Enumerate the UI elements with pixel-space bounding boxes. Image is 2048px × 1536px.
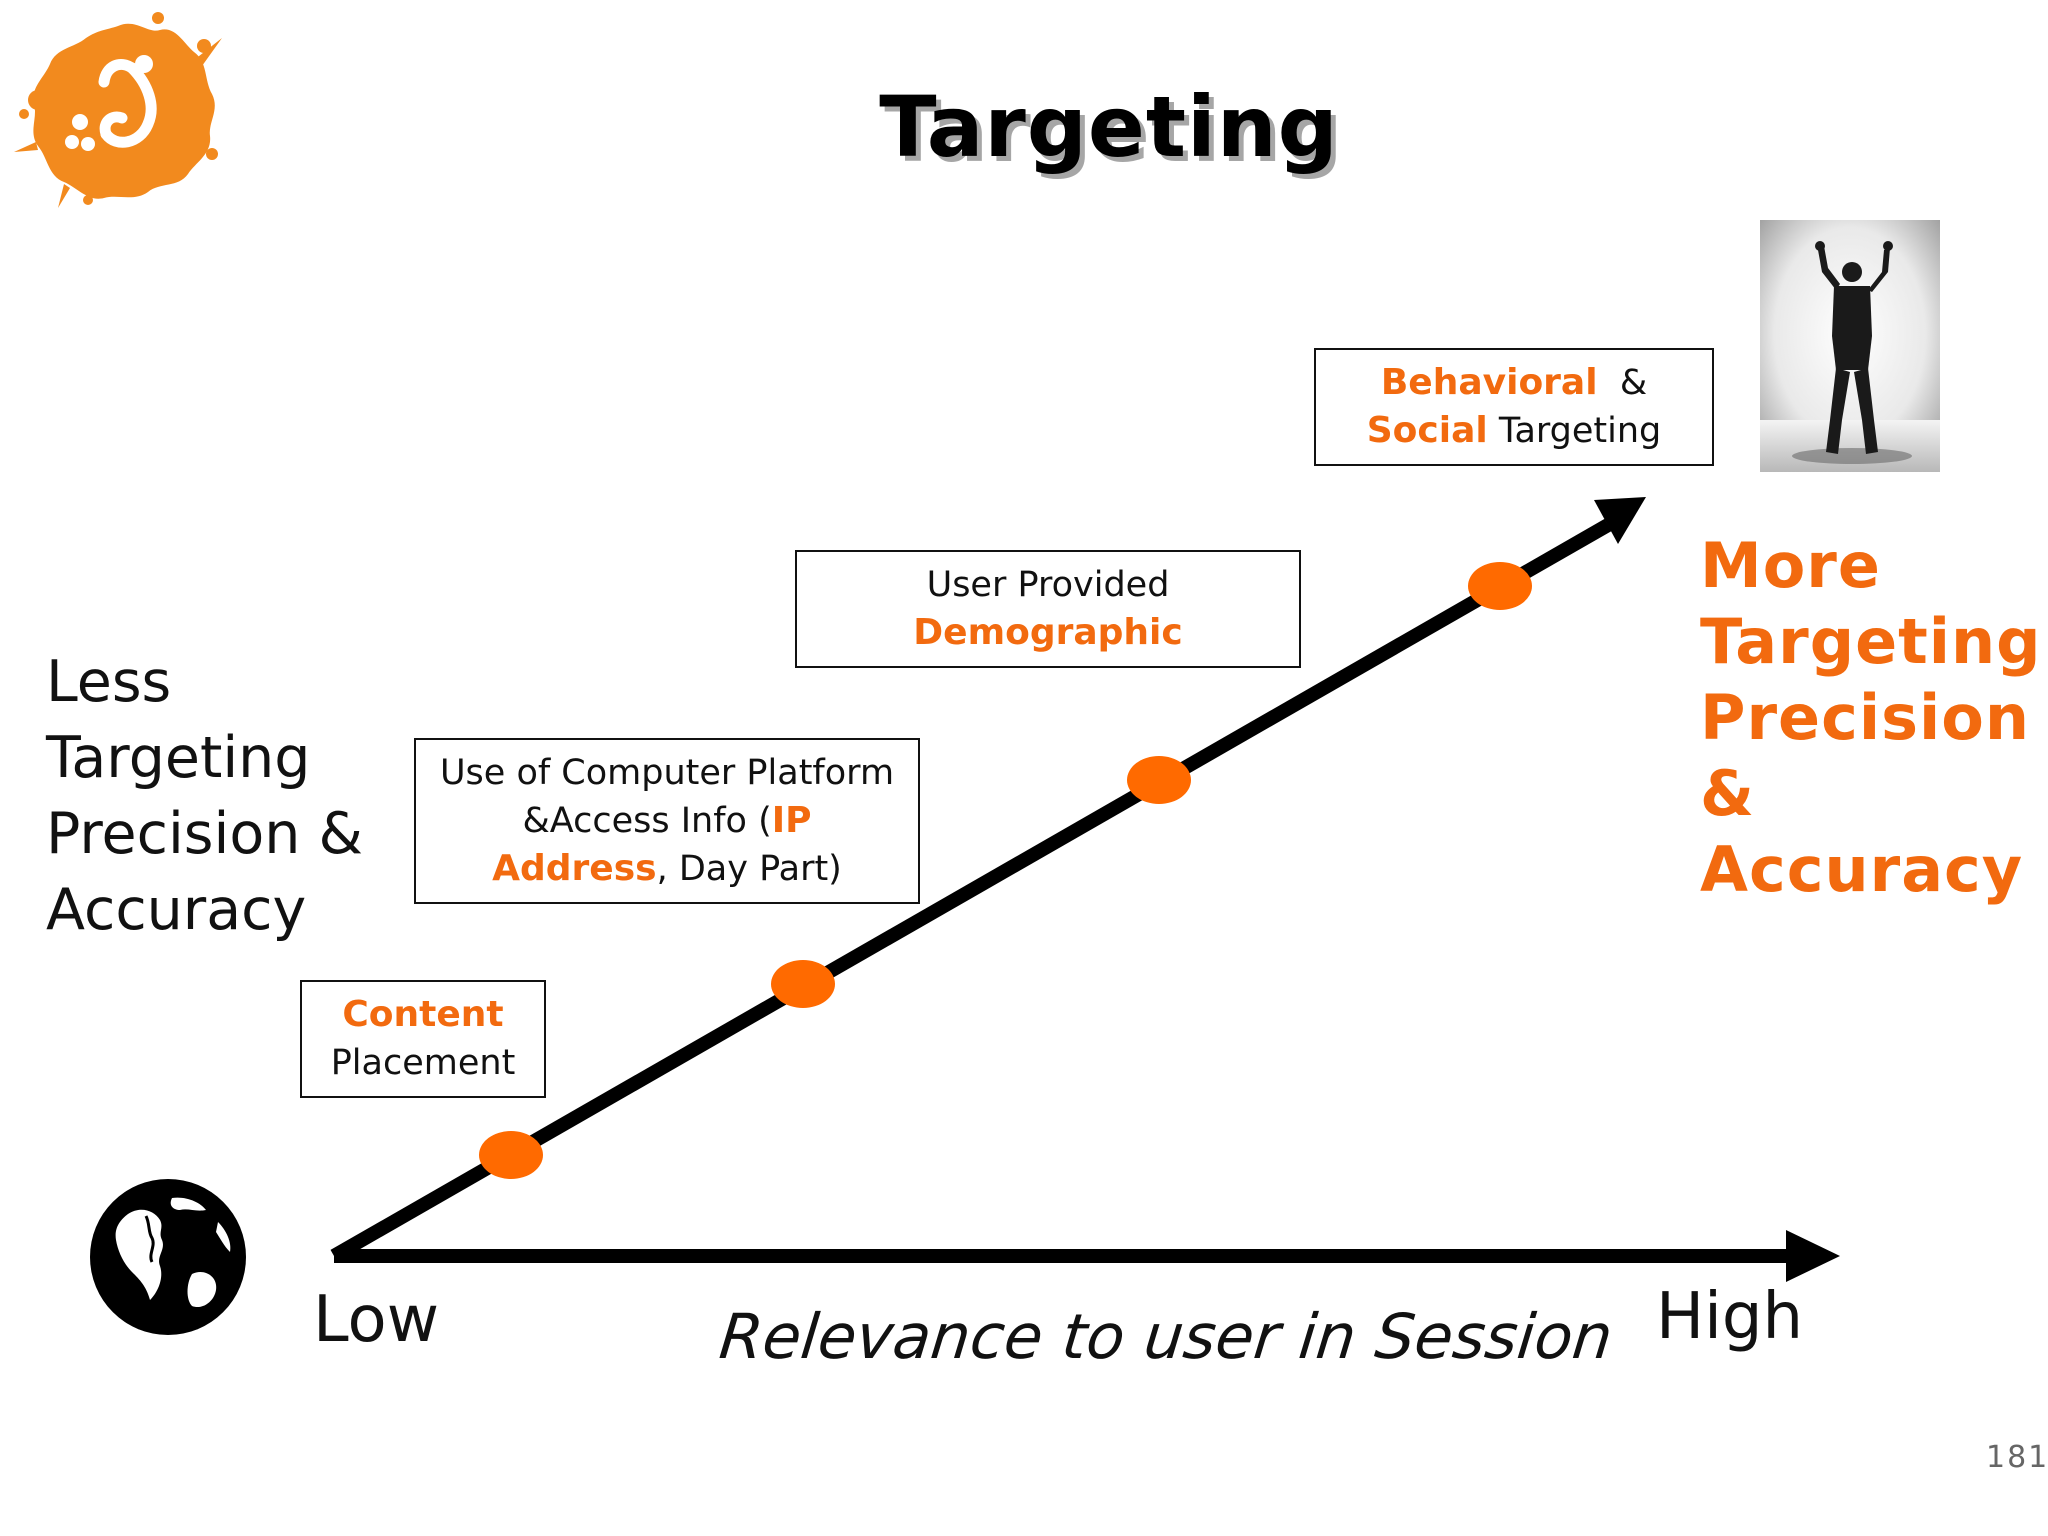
platform-access-box: Use of Computer Platform &Access Info (I…	[414, 738, 920, 904]
demographic-line1: User Provided	[926, 565, 1170, 605]
stage-dot-behavioral	[1468, 562, 1532, 610]
more-precision-label: More Targeting Precision & Accuracy	[1700, 528, 2042, 908]
more-line: Precision	[1700, 681, 2030, 754]
diagonal-trend-line	[330, 518, 1612, 1263]
axis-low-label: Low	[313, 1283, 440, 1357]
stage-dot-content	[479, 1131, 543, 1179]
more-line: Accuracy	[1700, 833, 2024, 906]
platform-line2-pre: &Access Info (	[522, 801, 772, 841]
behavioral-amp: &	[1619, 363, 1648, 403]
less-line: Less	[46, 649, 172, 715]
content-label: Content	[342, 994, 504, 1035]
less-line: Precision &	[46, 801, 363, 867]
axis-caption: Relevance to user in Session	[716, 1300, 1617, 1373]
more-line: &	[1700, 757, 1756, 830]
less-line: Accuracy	[46, 877, 307, 943]
behavioral-social-box: Behavioral & Social Targeting	[1314, 348, 1714, 466]
diagonal-arrowhead	[1594, 497, 1646, 544]
globe-icon	[90, 1179, 246, 1335]
slide-title: Targeting	[879, 78, 1339, 176]
platform-line2-orange: IP	[771, 800, 812, 841]
platform-line3-orange: Address	[492, 848, 657, 889]
page-number: 181	[1986, 1440, 2048, 1475]
platform-line1: Use of Computer Platform	[439, 753, 895, 793]
stage-dot-demographic	[1127, 756, 1191, 804]
behavioral-orange: Behavioral	[1380, 362, 1598, 403]
horizontal-axis-arrowhead	[1786, 1230, 1840, 1282]
more-line: More	[1700, 529, 1881, 602]
axis-high-label: High	[1656, 1280, 1804, 1354]
social-rest: Targeting	[1498, 411, 1662, 451]
demographic-box: User Provided Demographic	[795, 550, 1301, 668]
less-line: Targeting	[46, 725, 311, 791]
splash-logo-icon	[14, 12, 222, 208]
person-arms-raised-icon	[1760, 220, 1940, 472]
social-orange: Social	[1366, 410, 1488, 451]
less-precision-label: Less Targeting Precision & Accuracy	[46, 644, 363, 948]
placement-label: Placement	[330, 1043, 516, 1083]
content-placement-box: Content Placement	[300, 980, 546, 1098]
demographic-orange: Demographic	[913, 612, 1183, 653]
platform-line3-rest: , Day Part)	[656, 849, 842, 889]
stage-dot-platform	[771, 960, 835, 1008]
more-line: Targeting	[1700, 605, 2042, 678]
